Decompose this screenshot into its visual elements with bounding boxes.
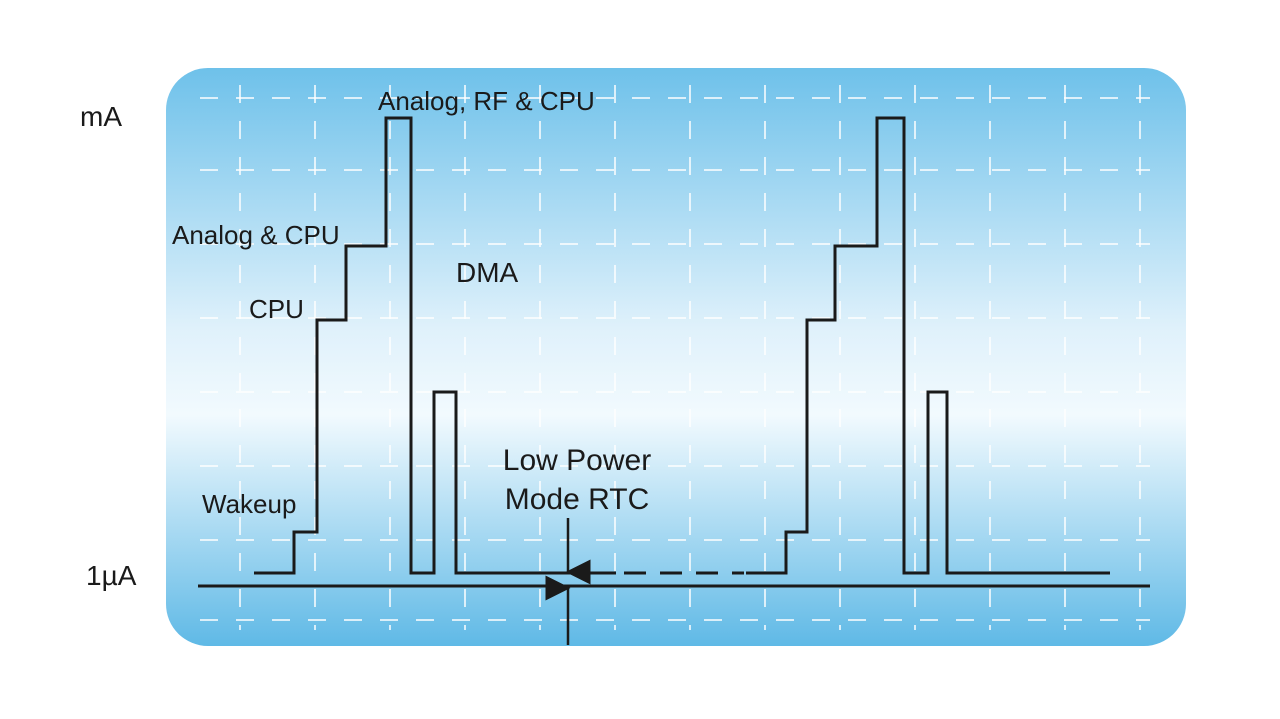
phase-label-low-power-line1: Low Power	[503, 444, 651, 477]
phase-label-analog-cpu: Analog & CPU	[172, 220, 340, 250]
y-axis-bottom-label: 1µA	[86, 560, 137, 591]
phase-label-dma: DMA	[456, 257, 519, 288]
current-trace-cycle-2	[746, 116, 1110, 575]
y-axis-top-label: mA	[80, 101, 122, 132]
chart-panel	[166, 68, 1186, 646]
phase-label-analog-rf-cpu: Analog, RF & CPU	[378, 86, 595, 116]
current-trace-cycle-1	[254, 116, 616, 575]
grid-lines	[200, 85, 1150, 630]
phase-label-low-power-line2: Mode RTC	[505, 483, 650, 516]
phase-label-wakeup: Wakeup	[202, 489, 296, 519]
phase-label-cpu: CPU	[249, 294, 304, 324]
